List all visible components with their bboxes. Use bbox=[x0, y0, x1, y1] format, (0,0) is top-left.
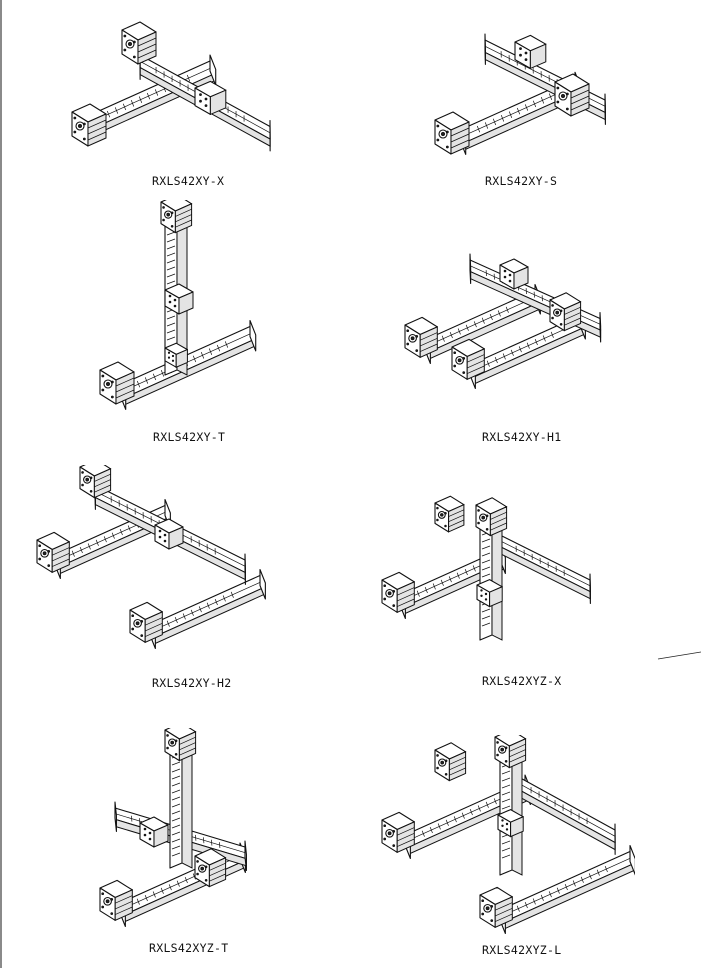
assembly-drawing bbox=[99, 728, 247, 928]
assembly-drawing bbox=[381, 495, 591, 641]
assembly-drawing bbox=[36, 465, 266, 650]
model-caption: RXLS42XYZ-X bbox=[482, 674, 562, 688]
model-caption: RXLS42XY-S bbox=[485, 174, 558, 188]
model-caption: RXLS42XYZ-L bbox=[482, 943, 562, 957]
assembly-drawing bbox=[99, 200, 257, 410]
assembly-drawing bbox=[71, 21, 271, 152]
model-caption: RXLS42XY-H1 bbox=[482, 430, 562, 444]
model-caption: RXLS42XY-T bbox=[153, 430, 226, 444]
assembly-drawing bbox=[381, 735, 635, 935]
model-caption: RXLS42XYZ-T bbox=[149, 941, 229, 955]
page-left-border bbox=[0, 0, 2, 968]
assembly-drawing bbox=[434, 33, 606, 155]
model-caption: RXLS42XY-X bbox=[152, 174, 225, 188]
model-caption: RXLS42XY-H2 bbox=[152, 676, 232, 690]
assembly-drawing bbox=[404, 253, 602, 390]
